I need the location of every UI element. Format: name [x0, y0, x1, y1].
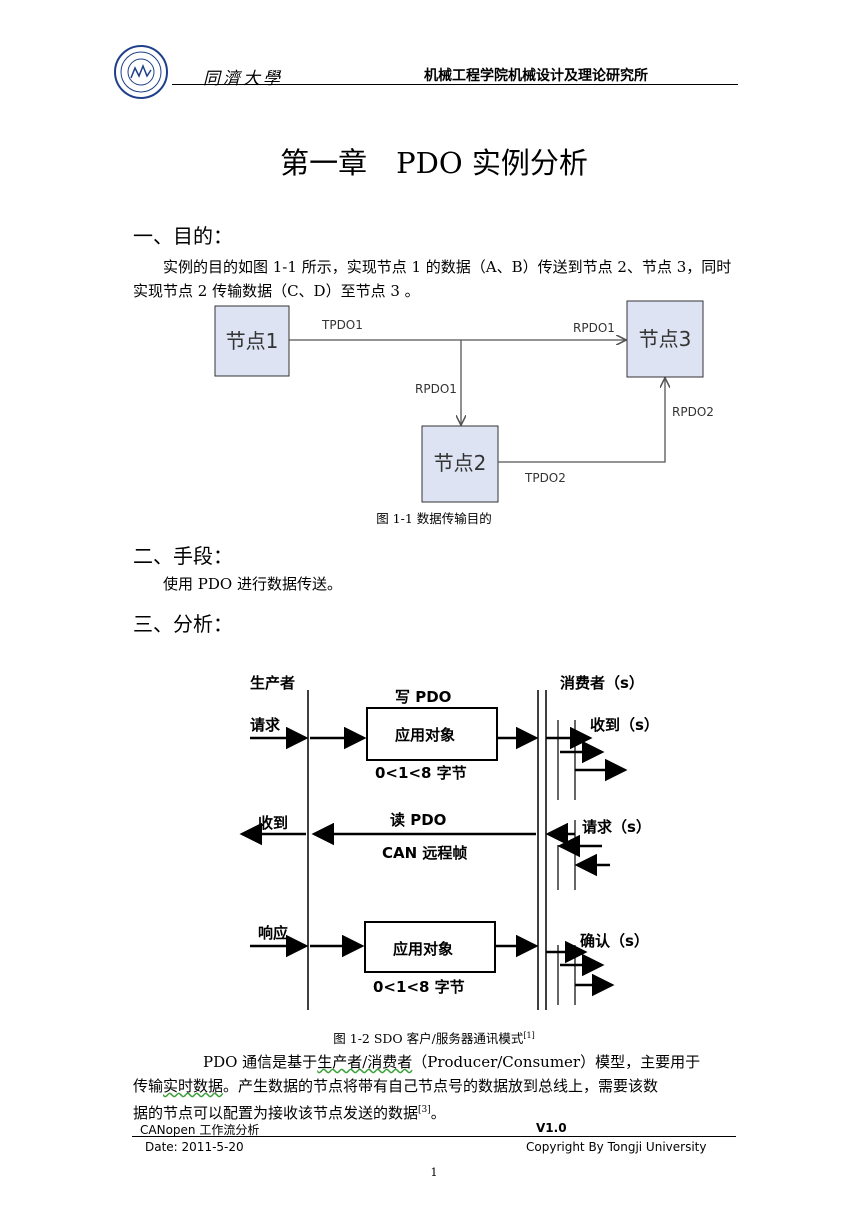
request-label: 请求 — [250, 716, 281, 734]
footer-date: Date: 2011-5-20 — [145, 1140, 244, 1154]
node-3-label: 节点3 — [639, 327, 692, 351]
write-pdo-label: 写 PDO — [395, 688, 451, 706]
university-seal-logo — [114, 45, 168, 99]
tpdo1-label: TPDO1 — [321, 318, 363, 332]
figure-1-node-diagram: 节点1 节点3 节点2 TPDO1 RPDO1 RPDO1 TPDO2 RPDO… — [214, 300, 714, 503]
node-3-box — [626, 300, 704, 378]
can-remote-frame-label: CAN 远程帧 — [382, 844, 467, 862]
node-2-label: 节点2 — [434, 451, 487, 475]
page-number: 1 — [430, 1166, 438, 1179]
figure-2-caption-text: 图 1-2 SDO 客户/服务器通讯模式 — [333, 1031, 524, 1046]
received-label: 收到 — [258, 814, 288, 832]
footer-rule — [132, 1136, 736, 1137]
footer-version: V1.0 — [536, 1121, 567, 1135]
section-heading-method: 二、手段： — [133, 544, 233, 568]
footer-doc-title: CANopen 工作流分析 — [140, 1123, 260, 1137]
tpdo2-rpdo2-arrow — [498, 379, 665, 463]
app-object-2-label: 应用对象 — [393, 940, 453, 958]
section-purpose-text: 实例的目的如图 1-1 所示，实现节点 1 的数据（A、B）传送到节点 2、节点… — [133, 258, 732, 300]
read-pdo-label: 读 PDO — [390, 811, 446, 829]
range-2-label: 0<1<8 字节 — [373, 978, 465, 996]
footer-copyright: Copyright By Tongji University — [526, 1140, 707, 1154]
producer-label: 生产者 — [250, 674, 295, 692]
tpdo2-label: TPDO2 — [524, 471, 566, 485]
header-university-name: 同濟大學 — [203, 69, 283, 89]
node-1-label: 节点1 — [226, 329, 279, 353]
header-rule — [172, 84, 738, 85]
chapter-title: 第一章 PDO 实例分析 — [280, 146, 588, 180]
confirm-s-label: 确认（s） — [580, 932, 649, 950]
rpdo2-label: RPDO2 — [672, 405, 714, 419]
figure-1-caption: 图 1-1 数据传输目的 — [376, 511, 492, 526]
node-1-box — [214, 305, 290, 377]
rpdo1-mid-label: RPDO1 — [415, 382, 457, 396]
app-object-1-label: 应用对象 — [395, 726, 455, 744]
consumer-label: 消费者（s） — [560, 674, 644, 692]
pdo-description-paragraph: PDO 通信是基于生产者/消费者（Producer/Consumer）模型，主要… — [133, 1053, 701, 1122]
node-2-box — [421, 425, 499, 503]
request-s-label: 请求（s） — [582, 818, 651, 836]
header-institute: 机械工程学院机械设计及理论研究所 — [424, 68, 648, 84]
figure-2-caption-ref: [1] — [523, 1030, 535, 1040]
figure-2-caption: 图 1-2 SDO 客户/服务器通讯模式[1] — [0, 1028, 868, 1047]
section-heading-analysis: 三、分析： — [133, 612, 233, 636]
received-s-label: 收到（s） — [590, 716, 659, 734]
response-label: 响应 — [258, 924, 288, 942]
figure-2-sdo-diagram: 生产者 消费者（s） 写 PDO 请求 应用对象 收到（s） 0<1<8 字节 … — [239, 674, 659, 1010]
section-heading-purpose: 一、目的： — [133, 224, 233, 248]
rpdo1-top-label: RPDO1 — [573, 321, 615, 335]
section-method-text: 使用 PDO 进行数据传送。 — [163, 575, 342, 593]
range-1-label: 0<1<8 字节 — [375, 764, 467, 782]
